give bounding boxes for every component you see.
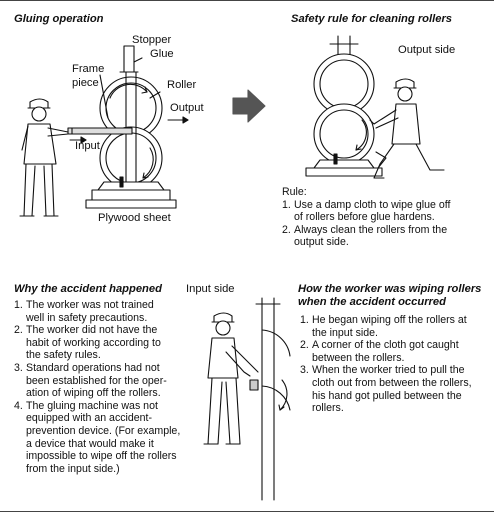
- accident-line: between the rollers.: [312, 352, 404, 364]
- why-line: equipped with an accident-: [26, 412, 152, 424]
- accident-title-line2: when the accident occurred: [298, 296, 446, 310]
- label-output-side: Output side: [398, 44, 455, 58]
- label-output: Output: [170, 102, 204, 116]
- rule-line: Always clean the rollers from the: [294, 224, 447, 236]
- safety-title: Safety rule for cleaning rollers: [291, 13, 452, 27]
- label-glue: Glue: [150, 48, 174, 62]
- label-plywood-sheet: Plywood sheet: [98, 212, 171, 226]
- rule-number: 2.: [282, 224, 291, 237]
- label-piece: piece: [72, 77, 99, 91]
- why-number: 4.: [14, 400, 23, 413]
- accident-illustration: [250, 298, 290, 500]
- why-line: The gluing machine was not: [26, 400, 158, 412]
- safety-machine-illustration: [306, 36, 386, 176]
- why-line: The worker was not trained: [26, 299, 154, 311]
- rule-number: 1.: [282, 199, 291, 212]
- why-line: a device that would make it: [26, 438, 154, 450]
- worker-figure-cleaning: [370, 79, 444, 178]
- label-input: Input: [75, 140, 100, 154]
- rule-line: Use a damp cloth to wipe glue off: [294, 199, 450, 211]
- why-line: prevention device. (For example,: [26, 425, 180, 437]
- why-line: from the input side.): [26, 463, 120, 475]
- why-line: impossible to wipe off the rollers: [26, 450, 177, 462]
- why-number: 3.: [14, 362, 23, 375]
- accident-number: 2.: [300, 339, 309, 352]
- accident-number: 3.: [300, 364, 309, 377]
- why-line: been established for the oper-: [26, 375, 167, 387]
- why-line: well in safety precautions.: [26, 312, 147, 324]
- accident-line: When the worker tried to pull the: [312, 364, 465, 376]
- rule-heading: Rule:: [282, 186, 492, 199]
- accident-title-line1: How the worker was wiping rollers: [298, 283, 481, 297]
- label-frame: Frame: [72, 63, 104, 77]
- why-line: Standard operations had not: [26, 362, 160, 374]
- accident-number: 1.: [300, 314, 309, 327]
- transition-arrow-icon: [233, 90, 265, 122]
- accident-line: cloth out from between the rollers,: [312, 377, 472, 389]
- label-roller: Roller: [167, 79, 196, 93]
- accident-line: rollers.: [312, 402, 344, 414]
- why-title: Why the accident happened: [14, 283, 162, 297]
- why-number: 2.: [14, 324, 23, 337]
- why-line: ation of wiping off the rollers.: [26, 387, 161, 399]
- safety-rules-block: Rule: 1.Use a damp cloth to wipe glue of…: [282, 186, 492, 249]
- gluing-title: Gluing operation: [14, 13, 104, 27]
- why-line: The worker did not have the: [26, 324, 157, 336]
- rule-line: of rollers before glue hardens.: [294, 211, 435, 223]
- accident-line: A corner of the cloth got caught: [312, 339, 459, 351]
- why-line: the safety rules.: [26, 349, 101, 361]
- rule-line: output side.: [294, 236, 349, 248]
- why-number: 1.: [14, 299, 23, 312]
- why-line: habit of working according to: [26, 337, 161, 349]
- label-stopper: Stopper: [132, 34, 171, 48]
- accident-line: He began wiping off the rollers at: [312, 314, 467, 326]
- worker-figure-accident: [204, 313, 258, 444]
- worker-figure-gluing: [20, 99, 68, 216]
- label-input-side: Input side: [186, 283, 235, 297]
- accident-line: the input side.: [312, 327, 378, 339]
- accident-line: his hand got pulled between the: [312, 390, 462, 402]
